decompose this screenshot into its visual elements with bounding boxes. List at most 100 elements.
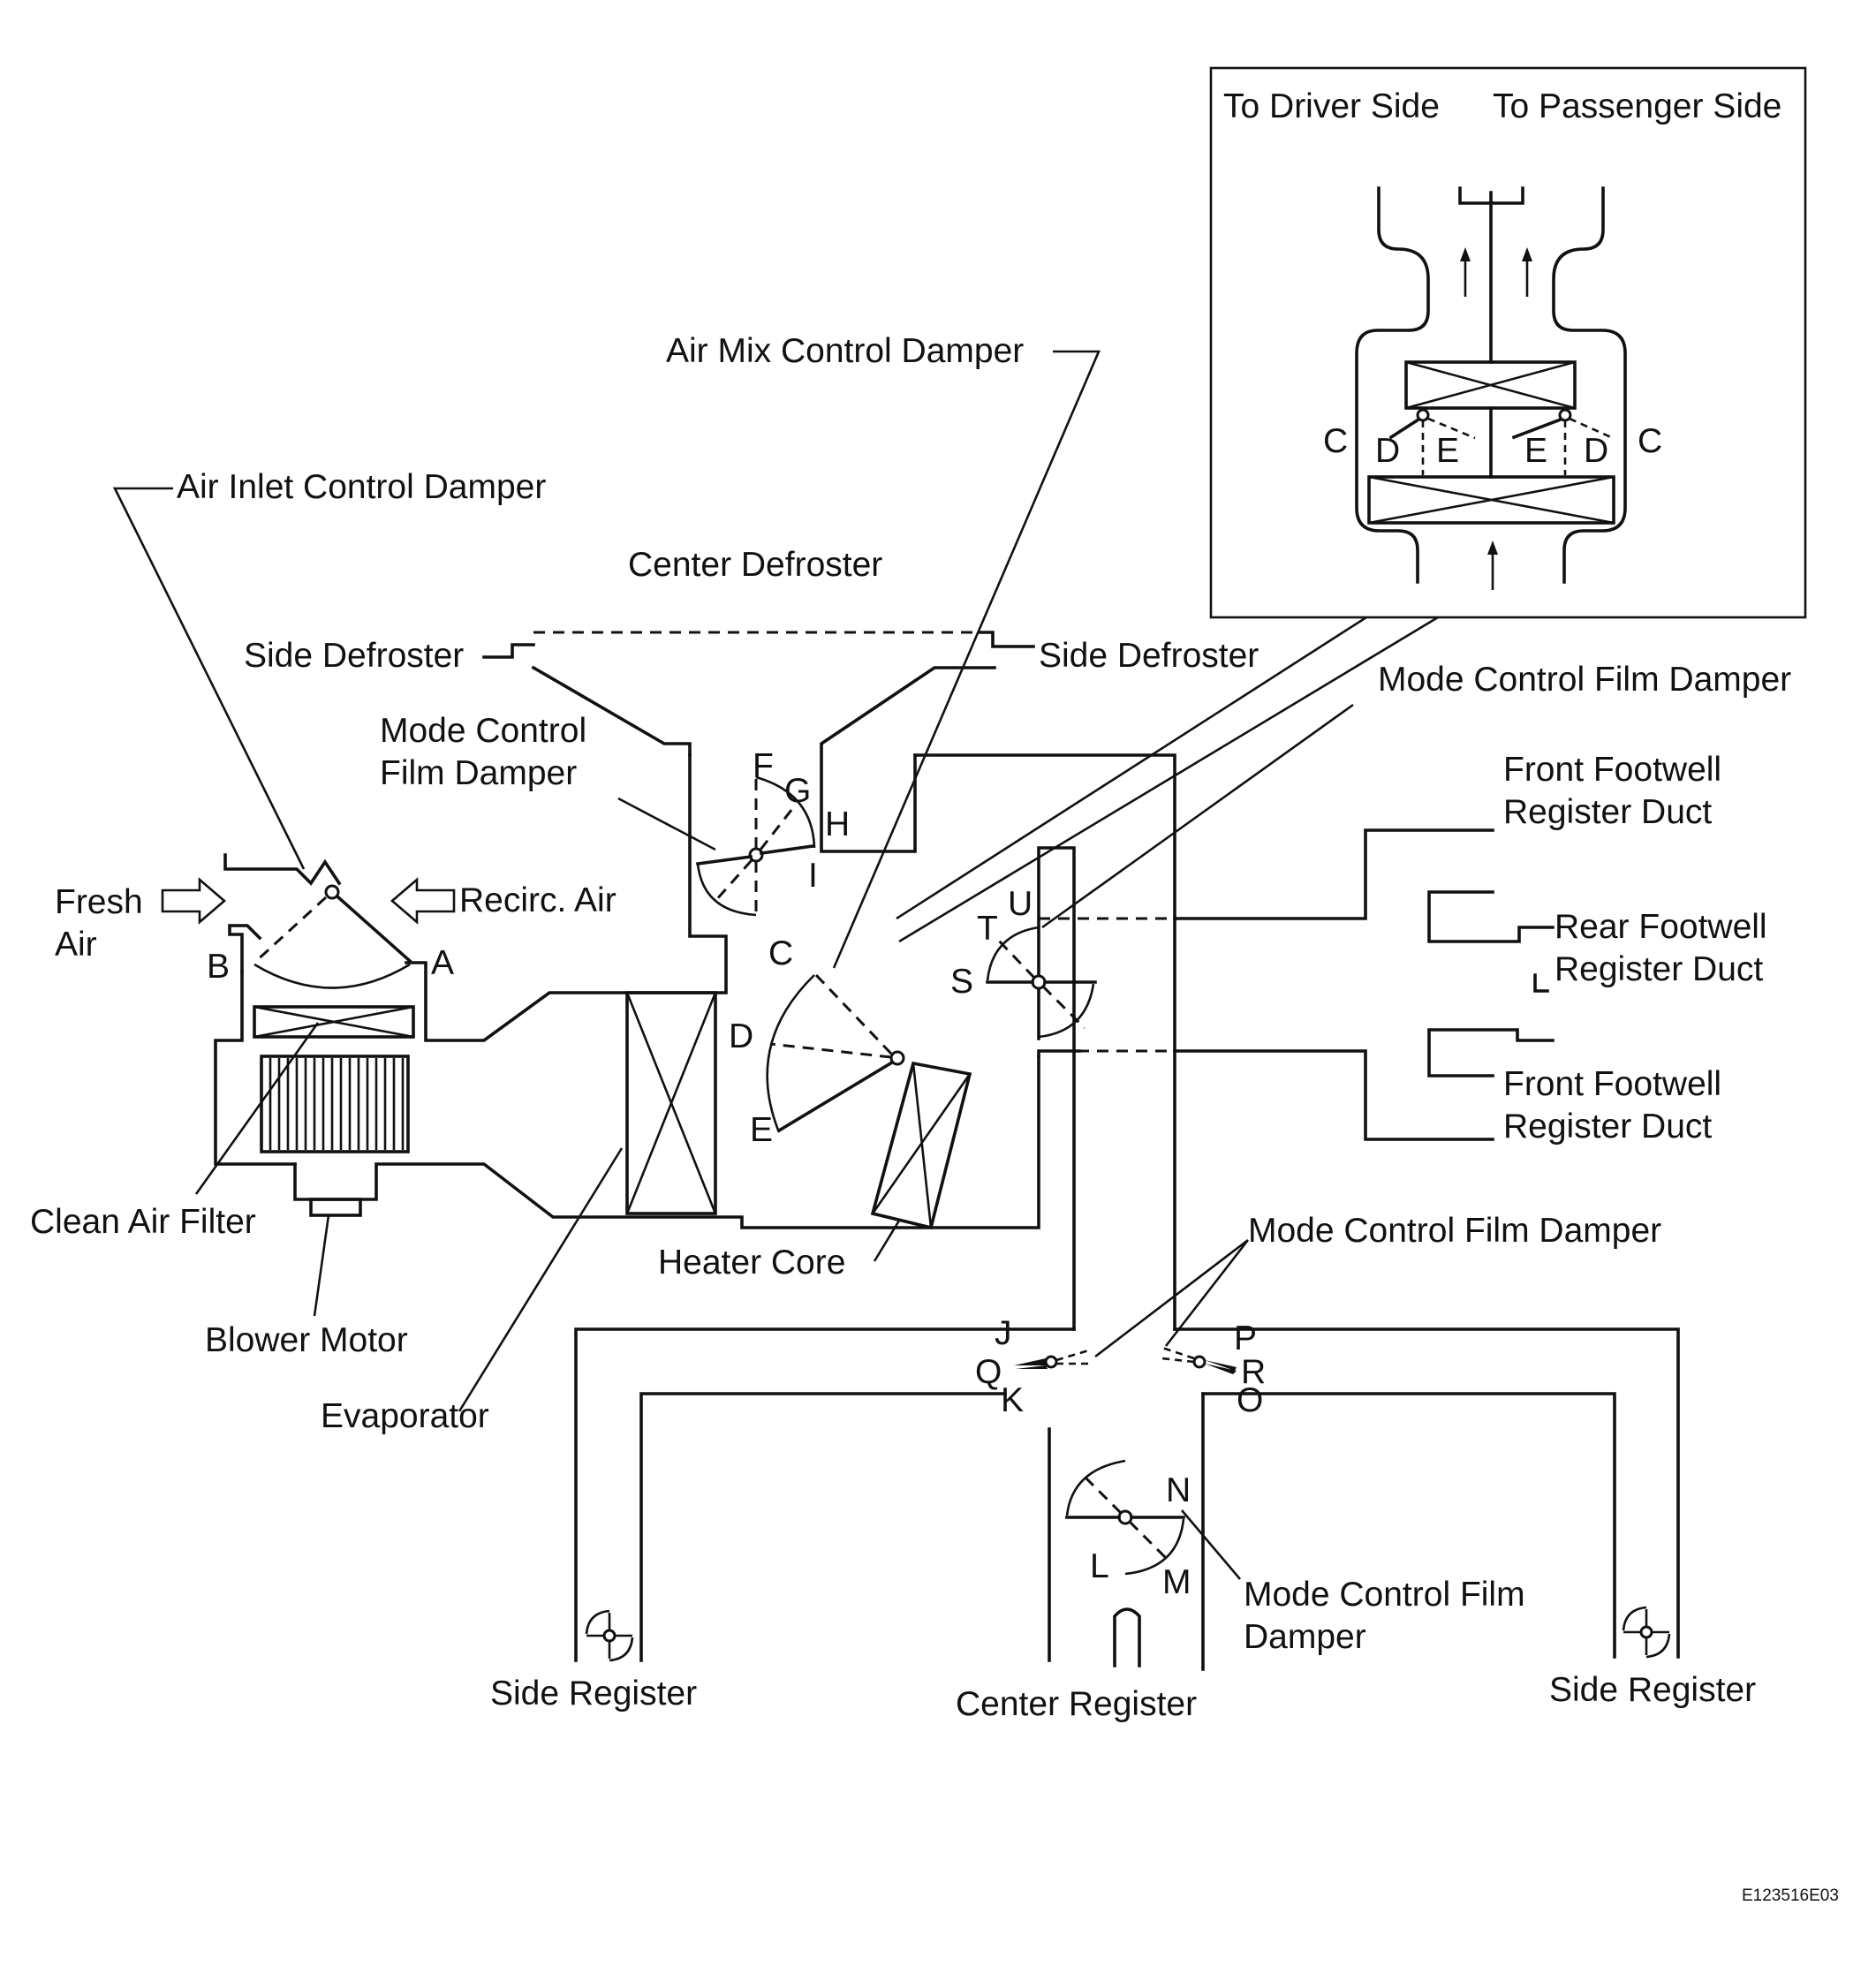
blower-fan-blades [269, 1058, 405, 1150]
rear-footwell-duct [1427, 890, 1555, 943]
inset-upper-block-cross [1405, 360, 1576, 410]
inlet-right-wall [405, 753, 728, 1042]
left-register-damper-alt-positions [1055, 1348, 1093, 1365]
letter-p: P [1234, 1319, 1257, 1357]
letter-q: Q [975, 1353, 1002, 1391]
label-clean-air-filter: Clean Air Filter [30, 1203, 256, 1241]
label-mode-control-film-damper-center-2: Damper [1244, 1618, 1366, 1656]
label-fresh-air-1: Fresh [55, 883, 143, 921]
letter-n: N [1166, 1471, 1191, 1509]
inset-center-divider [1458, 186, 1524, 479]
side-defroster-left-step [482, 643, 535, 659]
leader-mode-control-film-damper-lower [1094, 1238, 1250, 1358]
left-register-inner-duct [639, 1392, 1007, 1662]
leader-lines [112, 350, 1354, 1580]
air-mix-damper-alt-positions [769, 973, 893, 1059]
leader-blower-motor [313, 1214, 330, 1317]
inset-letter-e-left: E [1436, 432, 1459, 470]
defroster-mode-damper-flap [695, 843, 815, 866]
letter-c: C [768, 934, 793, 972]
front-footwell-lower-duct [1173, 1049, 1494, 1141]
label-heater-core: Heater Core [658, 1244, 845, 1282]
defroster-duct-left-wall [531, 665, 692, 757]
blower-motor-shaft [309, 1198, 362, 1217]
inset-lower-block-cross [1368, 475, 1615, 525]
label-mode-control-film-damper-lower: Mode Control Film Damper [1248, 1212, 1661, 1250]
evaporator-cross [625, 992, 717, 1214]
right-side-register-vane-pivot [1639, 1625, 1653, 1639]
letter-l: L [1090, 1547, 1109, 1585]
label-mode-control-film-damper-right: Mode Control Film Damper [1378, 661, 1791, 699]
letter-i: I [808, 857, 818, 895]
core-section [625, 973, 972, 1230]
inset-flow-arrows [1464, 256, 1529, 590]
letter-s: S [950, 963, 973, 1001]
letter-a: A [431, 944, 454, 982]
letter-g: G [784, 772, 811, 810]
left-register-damper-pivot [1044, 1355, 1058, 1369]
right-side-register-vane-icon [1622, 1606, 1671, 1659]
blower-section [161, 753, 1040, 1229]
label-mode-control-film-damper-upper-2: Film Damper [380, 754, 577, 792]
inset-letter-c-right: C [1638, 422, 1662, 460]
footwell-mode-damper-pivot [1031, 974, 1047, 990]
defroster-mode-damper-pivot [748, 847, 764, 863]
recirc-air-arrow-icon [390, 877, 456, 925]
evaporator-core [625, 991, 717, 1215]
air-mix-damper-pivot [889, 1050, 905, 1066]
footwell-chamber-wall [1037, 846, 1076, 1331]
left-side-register-vane-icon [585, 1609, 634, 1662]
inlet-left-wall [228, 924, 262, 973]
label-blower-motor: Blower Motor [205, 1321, 408, 1359]
inset-letter-e-right: E [1524, 432, 1547, 470]
letter-m: M [1162, 1563, 1191, 1601]
label-front-footwell-lower-1: Front Footwell [1503, 1065, 1721, 1103]
label-mode-control-film-damper-center-1: Mode Control Film [1244, 1576, 1525, 1614]
inset-letter-c-left: C [1323, 422, 1348, 460]
figure-code: E123516E03 [1742, 1887, 1839, 1905]
letter-u: U [1008, 885, 1033, 923]
label-side-register-left: Side Register [490, 1675, 697, 1713]
right-register-damper-alt-positions [1161, 1346, 1195, 1364]
left-register-damper-flap [1014, 1358, 1048, 1369]
inset-panel: To Driver Side To Passenger Side C D E E… [1209, 66, 1807, 619]
label-front-footwell-upper-2: Register Duct [1503, 793, 1712, 831]
front-footwell-lower-duct-inner [1427, 1028, 1555, 1078]
label-air-mix-control-damper: Air Mix Control Damper [666, 332, 1024, 370]
defroster-section [482, 631, 1176, 1331]
footwell-mode-damper-arcs [986, 926, 1095, 1039]
defroster-mode-damper-arcs [696, 775, 816, 917]
text-labels: Air Inlet Control Damper Air Mix Control… [30, 332, 1839, 1905]
leader-mode-control-film-damper-center [1181, 1509, 1241, 1580]
inset-letter-d-left: D [1375, 432, 1400, 470]
label-recirc-air: Recirc. Air [459, 881, 617, 919]
left-side-register-vane-pivot [602, 1629, 617, 1643]
right-register-damper-pivot [1192, 1355, 1207, 1369]
leader-heater-core [873, 1220, 901, 1262]
letter-f: F [753, 747, 774, 785]
to-passenger-side-label: To Passenger Side [1493, 87, 1781, 125]
defroster-mode-damper-alt-positions [714, 777, 797, 915]
right-register-inner-duct [1201, 1392, 1616, 1659]
letter-r: R [1241, 1353, 1266, 1391]
air-mix-damper-flap [776, 1060, 895, 1133]
label-center-register: Center Register [956, 1685, 1197, 1723]
label-rear-footwell-2: Register Duct [1555, 950, 1763, 988]
inset-leader-lines [896, 616, 1439, 943]
inset-duct-outline [1355, 186, 1627, 584]
blower-left-housing [214, 970, 297, 1166]
inset-right-damper-positions [1563, 417, 1614, 475]
letter-o: O [1237, 1381, 1263, 1419]
label-front-footwell-lower-2: Register Duct [1503, 1108, 1712, 1146]
air-inlet-damper-flap [336, 895, 412, 964]
to-driver-side-label: To Driver Side [1223, 87, 1440, 125]
label-side-defroster-right: Side Defroster [1039, 637, 1259, 675]
label-side-register-right: Side Register [1549, 1671, 1756, 1709]
label-rear-footwell-1: Rear Footwell [1555, 908, 1767, 946]
clean-air-filter-cross [253, 1005, 414, 1039]
letter-b: B [207, 948, 230, 986]
leader-clean-air-filter [194, 1022, 320, 1195]
center-register-damper-pivot [1117, 1509, 1133, 1525]
label-evaporator: Evaporator [321, 1397, 489, 1435]
